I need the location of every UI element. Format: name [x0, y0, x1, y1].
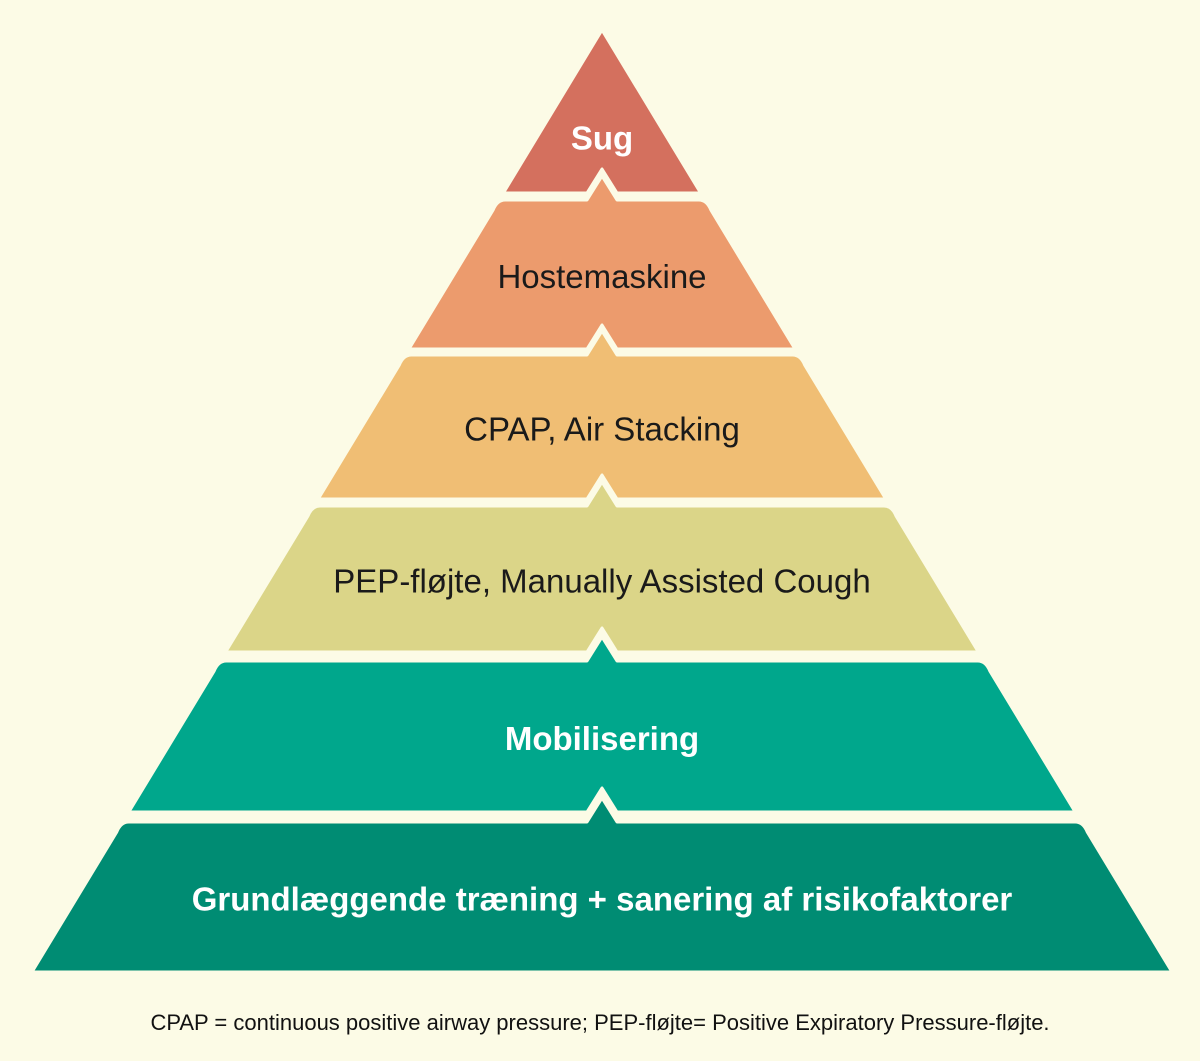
level-cpap: CPAP, Air Stacking	[316, 329, 888, 501]
level-grundlaeggende: Grundlæggende træning + sanering af risi…	[30, 796, 1174, 974]
level-grundlaeggende-label: Grundlæggende træning + sanering af risi…	[192, 881, 1013, 918]
level-hostemaskine-shape	[407, 174, 797, 351]
level-cpap-shape	[316, 329, 888, 501]
footnote: CPAP = continuous positive airway pressu…	[150, 1010, 1050, 1035]
level-pep-label: PEP-fløjte, Manually Assisted Cough	[333, 563, 870, 600]
pyramid-diagram: Sug Hostemaskine CPAP, Air Stacking PEP-…	[30, 28, 1174, 974]
level-hostemaskine-label: Hostemaskine	[497, 258, 706, 295]
level-mobilisering-label: Mobilisering	[505, 720, 699, 757]
level-sug-shape	[501, 28, 703, 195]
level-sug: Sug	[501, 28, 703, 195]
level-pep: PEP-fløjte, Manually Assisted Cough	[224, 480, 980, 654]
level-pep-shape	[224, 480, 980, 654]
level-grundlaeggende-shape	[30, 796, 1174, 974]
level-cpap-label: CPAP, Air Stacking	[464, 411, 740, 448]
level-mobilisering: Mobilisering	[127, 635, 1077, 814]
level-mobilisering-shape	[127, 635, 1077, 814]
level-hostemaskine: Hostemaskine	[407, 174, 797, 351]
level-sug-label: Sug	[571, 120, 633, 157]
